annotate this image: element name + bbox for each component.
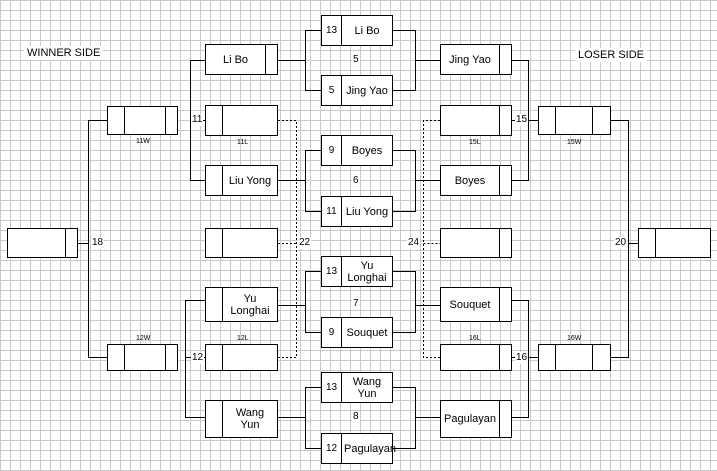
winner-r1-slot-4[interactable]: Wang Yun xyxy=(205,400,278,438)
player-name: Wang Yun xyxy=(235,407,265,431)
loser-15l-box[interactable] xyxy=(440,105,512,136)
match-number-18: 18 xyxy=(91,237,105,249)
center-match-5-bottom[interactable]: 5 Jing Yao xyxy=(321,75,393,106)
seed-number: 13 xyxy=(322,373,342,402)
winner-r1-slot-2[interactable]: Liu Yong xyxy=(205,165,278,196)
seed-number: 11 xyxy=(322,197,342,226)
player-name: Li Bo xyxy=(354,24,380,37)
player-name: Jing Yao xyxy=(449,53,491,66)
player-name: Pagulayan xyxy=(444,413,496,425)
loser-r1-slot-4[interactable]: Pagulayan xyxy=(440,400,512,438)
match-number-22: 22 xyxy=(298,237,312,249)
loser-16l-box[interactable] xyxy=(440,344,512,371)
player-name: Wang Yun xyxy=(352,375,382,400)
winner-11l-box[interactable] xyxy=(205,105,278,136)
center-match-6-top[interactable]: 9 Boyes xyxy=(321,135,393,166)
center-match-7-top[interactable]: 13 Yu Longhai xyxy=(321,256,393,287)
winner-12w-box[interactable] xyxy=(107,344,178,371)
player-name: Liu Yong xyxy=(345,205,389,218)
slot-label-11l: 11L xyxy=(237,139,249,146)
slot-label-16l: 16L xyxy=(469,335,481,342)
player-name: Pagulayan xyxy=(344,442,396,455)
center-match-6-bottom[interactable]: 11 Liu Yong xyxy=(321,196,393,227)
loser-r1-slot-3[interactable]: Souquet xyxy=(440,287,512,322)
center-match-8-top[interactable]: 13 Wang Yun xyxy=(321,372,393,403)
loser-r1-slot-2[interactable]: Boyes xyxy=(440,165,512,196)
slot-label-16w: 16W xyxy=(567,335,582,342)
slot-label-12l: 12L xyxy=(237,335,249,342)
loser-side-title: LOSER SIDE xyxy=(575,48,648,62)
winner-11w-box[interactable] xyxy=(107,106,178,135)
player-name: Souquet xyxy=(346,326,388,339)
center-match-5-top[interactable]: 13 Li Bo xyxy=(321,15,393,46)
match-number-24: 24 xyxy=(407,237,421,249)
seed-number: 9 xyxy=(322,136,342,165)
player-name: Yu Longhai xyxy=(347,259,387,284)
winner-final-box[interactable] xyxy=(7,228,78,258)
seed-number: 13 xyxy=(322,16,342,45)
seed-number: 12 xyxy=(322,434,342,463)
player-name: Yu Longhai xyxy=(230,292,270,317)
match-number-6: 6 xyxy=(352,175,360,187)
match-number-20: 20 xyxy=(614,237,628,249)
winner-r1-slot-3[interactable]: Yu Longhai xyxy=(205,287,278,322)
seed-number: 9 xyxy=(322,318,342,347)
match-number-16: 16 xyxy=(515,352,529,364)
match-number-8: 8 xyxy=(352,411,360,423)
winner-r1-slot-1[interactable]: Li Bo xyxy=(205,44,278,75)
player-name: Boyes xyxy=(454,174,486,187)
player-name: Boyes xyxy=(351,144,383,157)
loser-15w-box[interactable] xyxy=(538,106,611,135)
winner-side-title: WINNER SIDE xyxy=(24,46,104,60)
slot-label-12w: 12W xyxy=(136,335,151,342)
center-match-8-bottom[interactable]: 12 Pagulayan xyxy=(321,433,396,464)
player-name: Liu Yong xyxy=(228,174,272,187)
match-number-11: 11 xyxy=(191,114,204,126)
loser-final-box[interactable] xyxy=(638,228,711,258)
winner-12l-box[interactable] xyxy=(205,344,278,371)
slot-label-11w: 11W xyxy=(136,138,150,145)
slot-label-15w: 15W xyxy=(567,139,582,146)
seed-number: 13 xyxy=(322,257,342,286)
player-name: Souquet xyxy=(449,298,491,311)
slot-label-15l: 15L xyxy=(469,139,481,146)
match-number-12: 12 xyxy=(191,352,205,364)
loser-24-box[interactable] xyxy=(440,228,512,258)
match-number-7: 7 xyxy=(352,298,360,310)
winner-22-box[interactable] xyxy=(205,228,278,258)
player-name: Jing Yao xyxy=(346,84,388,97)
center-match-7-bottom[interactable]: 9 Souquet xyxy=(321,317,393,348)
player-name: Li Bo xyxy=(222,53,249,66)
seed-number: 5 xyxy=(322,76,342,105)
match-number-5: 5 xyxy=(352,54,360,66)
loser-16w-box[interactable] xyxy=(538,344,611,371)
loser-r1-slot-1[interactable]: Jing Yao xyxy=(440,44,512,75)
match-number-15: 15 xyxy=(515,114,529,126)
